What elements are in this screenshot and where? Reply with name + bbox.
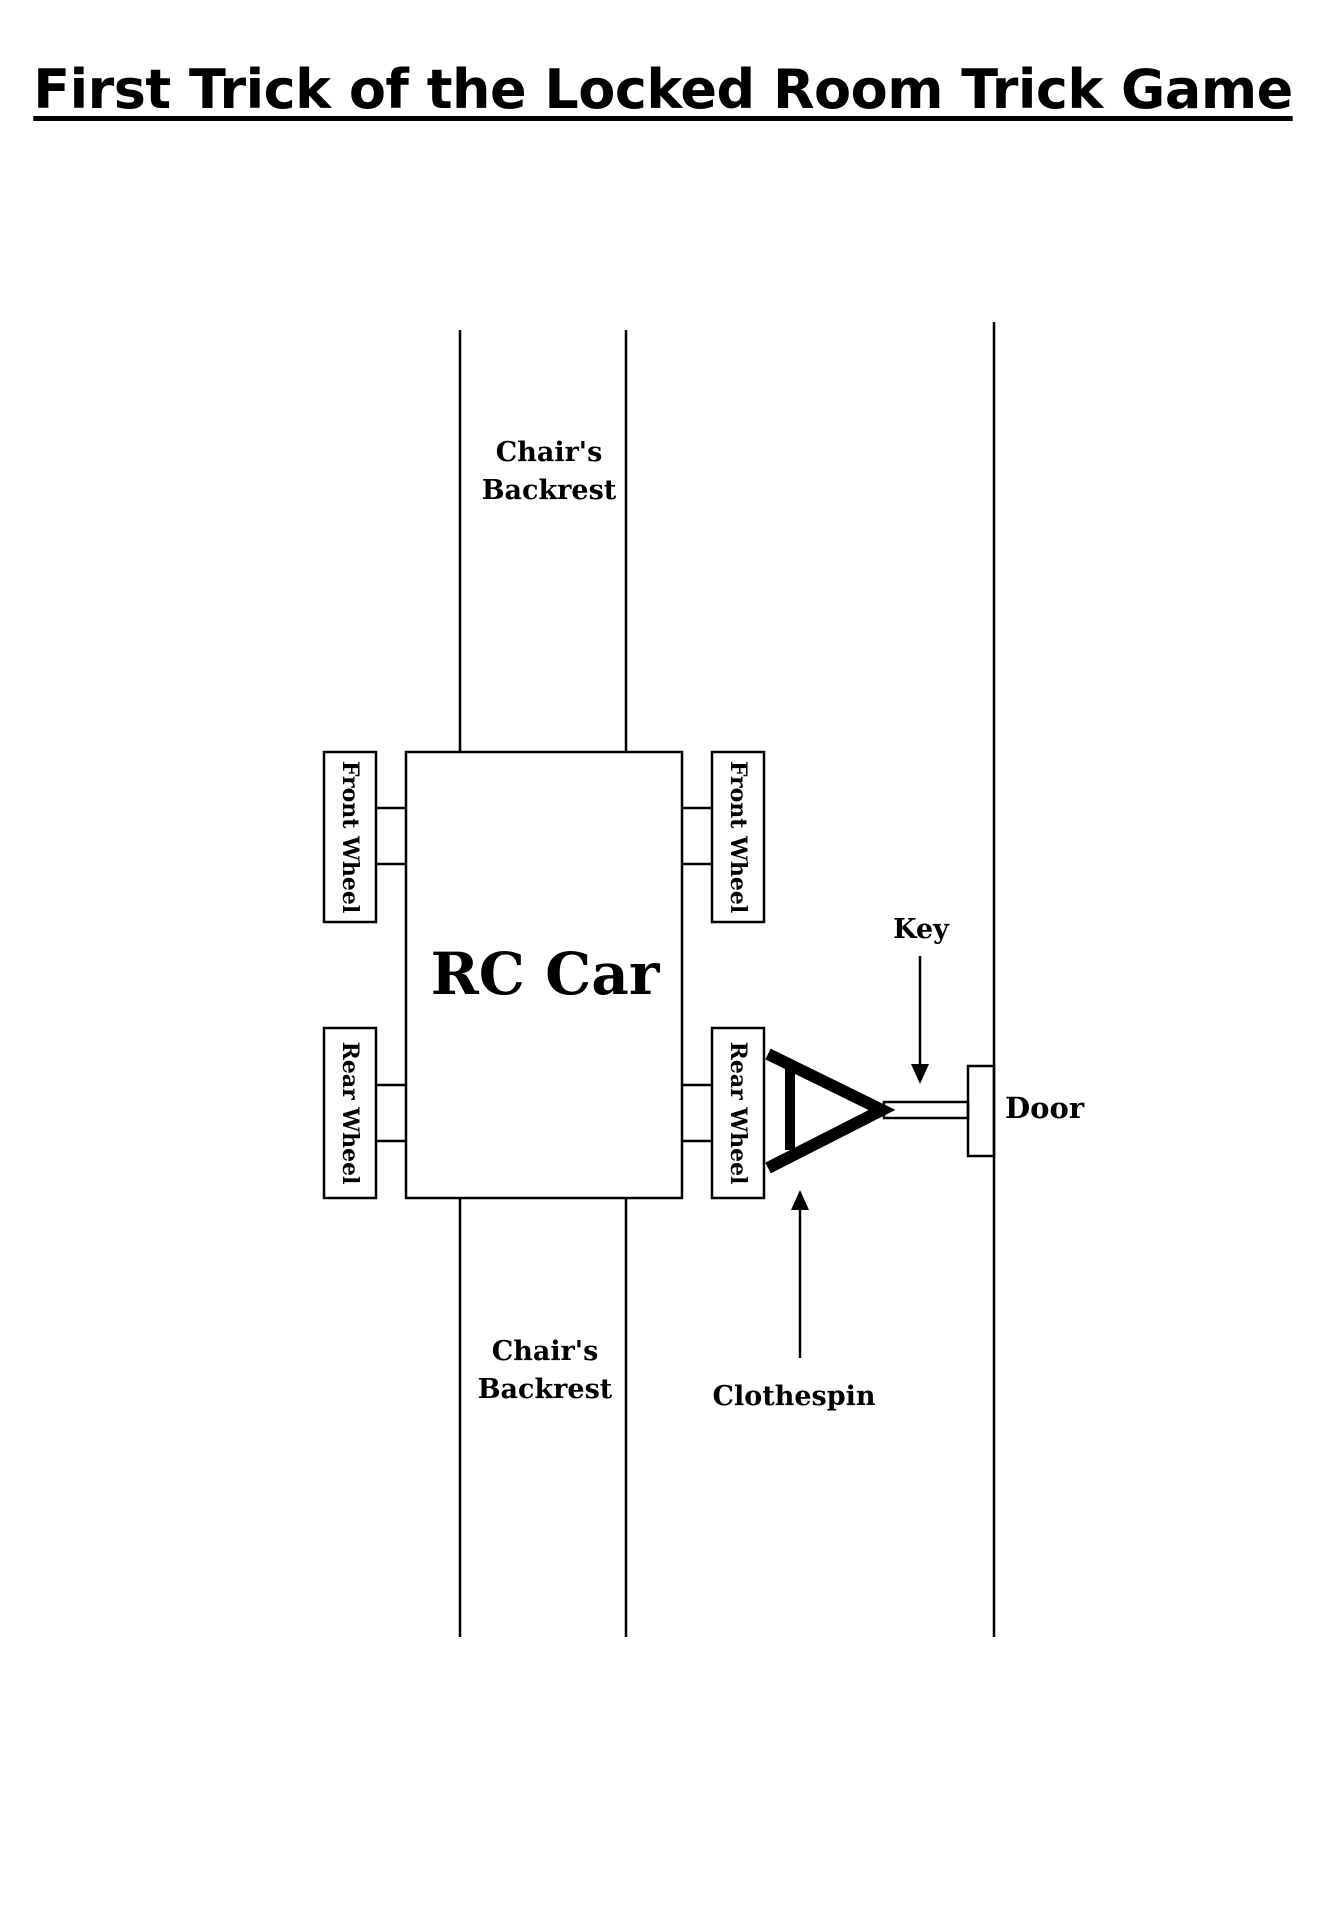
key-shaft	[882, 1100, 970, 1120]
clothespin-shape	[765, 1048, 896, 1174]
front-wheel-right	[710, 750, 766, 924]
clothespin-arrow-head	[791, 1190, 809, 1210]
backrest-top-label-line2: Backrest	[482, 475, 617, 506]
backrest-top-label-line1: Chair's	[496, 437, 603, 468]
rc-car-body	[404, 750, 684, 1200]
clothespin-label: Clothespin	[712, 1381, 875, 1412]
backrest-bottom-label-line2: Backrest	[478, 1374, 613, 1405]
rear-wheel-right-label: Rear Wheel	[725, 1042, 751, 1185]
key-label: Key	[893, 914, 950, 945]
rear-wheel-left	[322, 1026, 378, 1200]
front-wheel-left-label: Front Wheel	[337, 761, 363, 913]
front-wheel-left	[322, 750, 378, 924]
door-label: Door	[1005, 1091, 1085, 1125]
door-latch	[966, 1064, 996, 1158]
rear-wheel-right	[710, 1026, 766, 1200]
key-arrow-head	[911, 1064, 929, 1084]
page-title: First Trick of the Locked Room Trick Gam…	[33, 58, 1293, 121]
rc-car-label: RC Car	[431, 940, 661, 1008]
front-wheel-right-label: Front Wheel	[725, 761, 751, 913]
rear-wheel-left-label: Rear Wheel	[337, 1042, 363, 1185]
backrest-bottom-label-line1: Chair's	[492, 1336, 599, 1367]
